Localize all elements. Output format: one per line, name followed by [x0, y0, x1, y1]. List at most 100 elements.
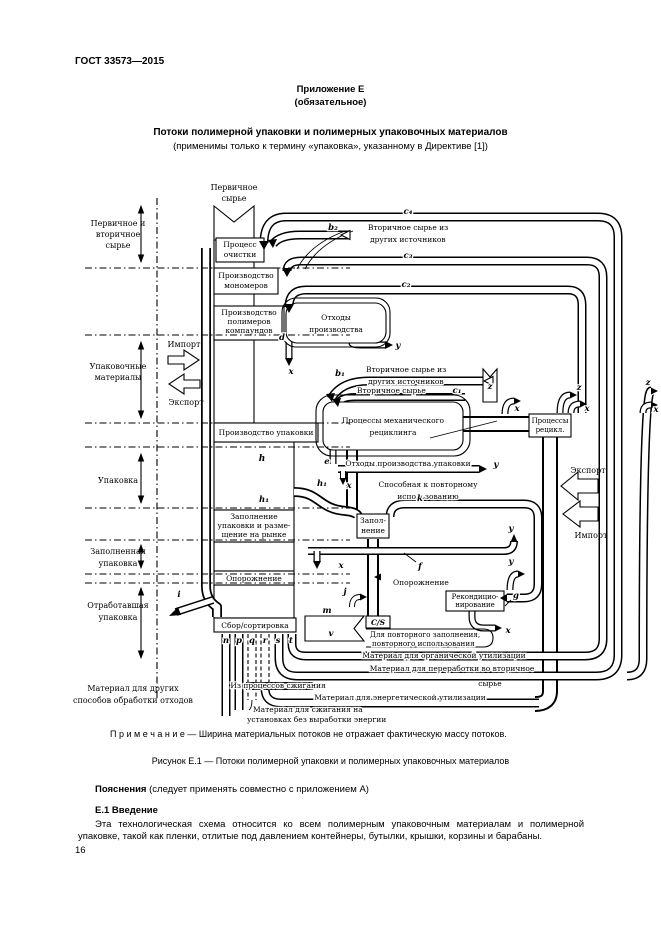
- explanations-line: Пояснения (следует применять совместно с…: [95, 784, 369, 795]
- organic-label: Материал для органической утилизации: [362, 651, 525, 660]
- letter-y-waste: y: [395, 341, 402, 351]
- svg-text:Заполненная: Заполненная: [90, 547, 146, 556]
- box-mech-recycling: Процессы механического рециклинга: [315, 394, 498, 457]
- import-export-arrows: [167, 348, 599, 529]
- import-left-label: Импорт: [168, 340, 201, 349]
- letter-v: v: [329, 629, 335, 639]
- svg-text:мономеров: мономеров: [224, 281, 268, 290]
- letter-y-k: y: [508, 524, 515, 534]
- export-right-label: Экспорт: [570, 466, 606, 475]
- stage-label-used: Отработавшая упаковка: [87, 601, 148, 622]
- box-filling: Запол- нение: [356, 513, 390, 539]
- import-right-label: Импорт: [575, 531, 608, 540]
- stage-label-other-waste: Материал для других способов обработки о…: [73, 684, 193, 705]
- svg-text:Упаковочные: Упаковочные: [90, 362, 147, 371]
- letter-h1-curve: h₁: [317, 479, 327, 489]
- letter-c4: c₄: [404, 207, 413, 217]
- svg-text:C/S: C/S: [371, 618, 386, 627]
- svg-text:других источников: других источников: [370, 235, 446, 244]
- svg-text:полимеров: полимеров: [227, 317, 270, 326]
- svg-text:Производство: Производство: [221, 308, 277, 317]
- process-boxes: Процесс очистки Производство мономеров П…: [213, 237, 572, 633]
- box-cleaning: Процесс очистки: [215, 237, 265, 263]
- secondary-other-mid: Вторичное сырье из: [366, 365, 446, 374]
- f-leader: [403, 552, 417, 563]
- letter-m: m: [323, 606, 332, 616]
- svg-text:Рекондицио-: Рекондицио-: [452, 593, 499, 601]
- stage-label-materials: Упаковочные материалы: [90, 362, 147, 382]
- secondary-other-top: Вторичное сырье из: [368, 223, 448, 232]
- stage-sidebar: Первичное и вторичное сырье Упаковочные …: [73, 198, 350, 705]
- svg-text:материалы: материалы: [95, 373, 142, 382]
- letter-r: r: [263, 636, 268, 646]
- svg-text:Заполнение: Заполнение: [230, 512, 278, 521]
- svg-text:других источников: других источников: [368, 377, 444, 386]
- pipe-input-i: [176, 600, 213, 612]
- letter-c1: c₁: [453, 386, 462, 396]
- burn-no-energy-label: Материал для сжигания на: [253, 705, 363, 714]
- secondary-raw-label: Вторичное сырье: [357, 386, 426, 395]
- letter-x-recond: x: [504, 626, 511, 636]
- import-arrow-right: [562, 499, 599, 529]
- export-arrow-left: [168, 372, 201, 396]
- svg-text:Процессы механического: Процессы механического: [342, 416, 445, 425]
- svg-text:компаундов: компаундов: [225, 326, 272, 335]
- box-cs: C/S: [365, 615, 391, 629]
- letter-k: k: [417, 494, 423, 504]
- svg-text:Процесс: Процесс: [223, 240, 257, 249]
- pipe-riser-far-right: [627, 391, 651, 676]
- import-arrow-left: [167, 348, 200, 372]
- svg-text:сырье: сырье: [105, 241, 130, 250]
- box-recycling-processes: Процессы рецикл.: [528, 413, 572, 438]
- from-burning-label: Из процессов сжигания: [230, 681, 326, 690]
- collection-feed-band: [304, 615, 366, 642]
- letter-f: f: [417, 562, 423, 572]
- primary-raw-label: Первичное: [211, 183, 258, 192]
- letter-i: i: [177, 590, 180, 600]
- letter-y-wastepack: y: [493, 460, 500, 470]
- b2-tail: [339, 229, 351, 241]
- annex-title: Приложение Е: [296, 84, 365, 95]
- to-secondary-label: Материал для переработки во вторичное: [370, 664, 535, 673]
- figure-caption: Рисунок Е.1 — Потоки полимерной упаковки…: [151, 756, 510, 766]
- pipe-x-hook-1: [505, 401, 514, 414]
- svg-text:упаковка: упаковка: [99, 559, 138, 568]
- figure-note: П р и м е ч а н и е — Ширина материальны…: [110, 729, 507, 739]
- svg-text:Производство: Производство: [218, 271, 274, 280]
- svg-text:производства: производства: [309, 325, 363, 334]
- letter-c3: c₃: [404, 251, 413, 261]
- page-number: 16: [75, 845, 86, 856]
- pipe-x-recond: [472, 611, 495, 628]
- svg-text:Отработавшая: Отработавшая: [87, 601, 148, 610]
- letter-y-recond: y: [508, 557, 515, 567]
- figure-title: Потоки полимерной упаковки и полимерных …: [153, 127, 508, 138]
- b1-tail: [482, 375, 494, 387]
- stage-label-filled: Заполненная упаковка: [90, 547, 146, 568]
- energy-label: Материал для энергетической утилизации: [314, 693, 486, 702]
- box-filling-market: Заполнение упаковки и разме- щение на ры…: [213, 509, 295, 543]
- box-monomers: Производство мономеров: [213, 267, 279, 295]
- svg-text:нение: нение: [361, 526, 385, 535]
- svg-text:Сбор/сортировка: Сбор/сортировка: [221, 621, 289, 630]
- stage-label-raw: Первичное и вторичное сырье: [91, 219, 146, 250]
- letter-d: d: [279, 333, 285, 343]
- letter-x-wastepack: x: [345, 481, 352, 491]
- section-heading: Е.1 Введение: [95, 805, 158, 816]
- export-arrow-right: [560, 470, 599, 502]
- crossing-sweep-1: [296, 230, 346, 270]
- reusable-label: Способная к повторному: [378, 480, 478, 489]
- letter-x-hook3: x: [652, 405, 659, 415]
- waste-pack-label: Отходы производства упаковки: [345, 459, 470, 468]
- svg-text:использованию: использованию: [397, 492, 459, 501]
- svg-text:упаковка: упаковка: [99, 613, 138, 622]
- export-left-label: Экспорт: [168, 398, 204, 407]
- intro-paragraph: Эта технологическая схема относится ко в…: [78, 819, 584, 843]
- svg-text:нирование: нирование: [455, 601, 495, 609]
- letter-s: s: [276, 636, 281, 646]
- svg-text:Запол-: Запол-: [360, 516, 386, 525]
- flow-arrowheads: [259, 239, 658, 690]
- letter-x-hook2: x: [583, 404, 590, 414]
- svg-text:сырье: сырье: [221, 194, 246, 203]
- letter-g: g: [513, 591, 519, 601]
- i-arrowhead: [169, 607, 181, 616]
